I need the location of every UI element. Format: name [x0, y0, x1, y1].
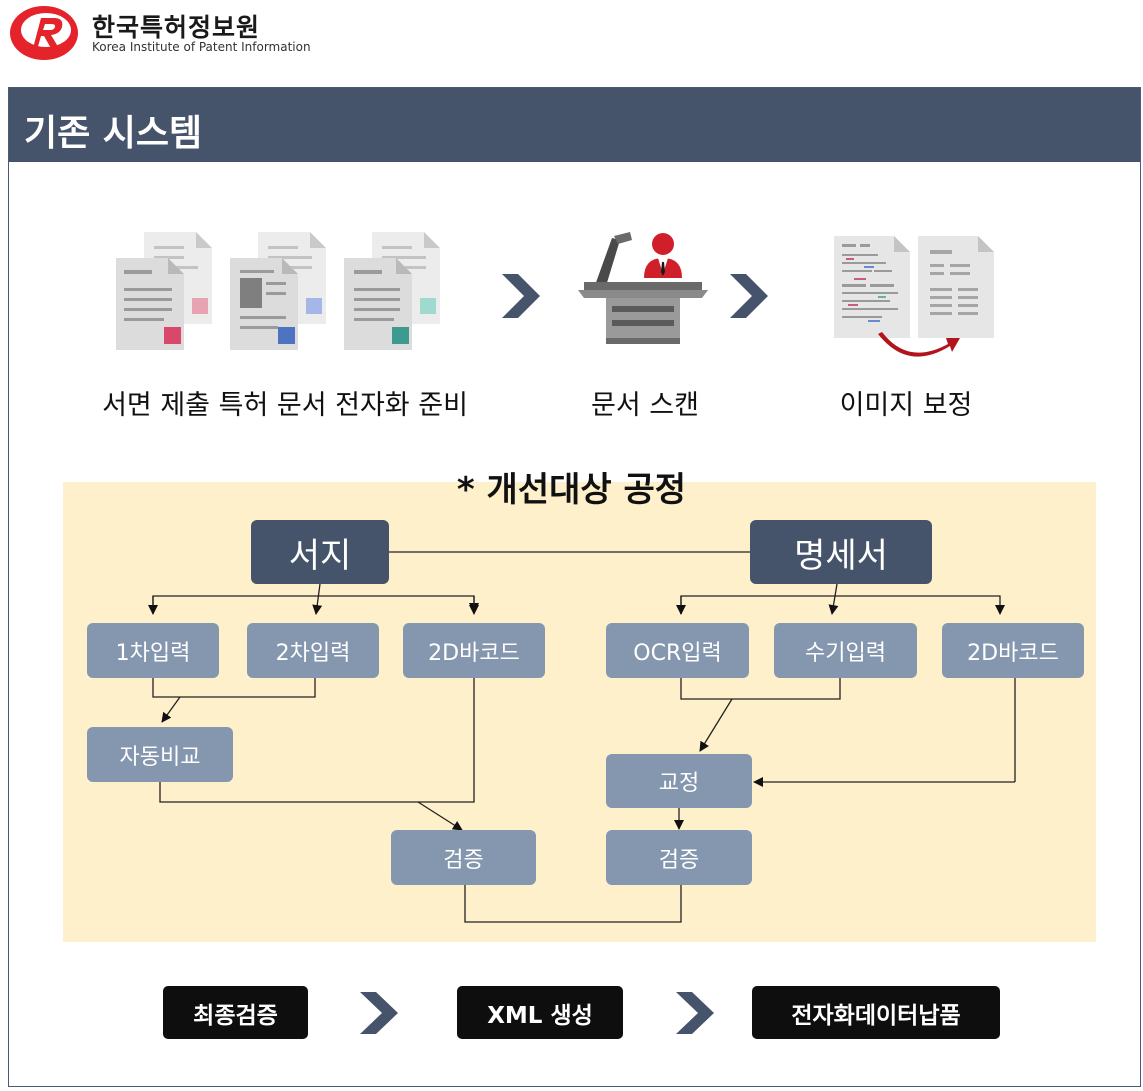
node-auto-compare: 자동비교: [87, 727, 233, 782]
node-barcode-left: 2D바코드: [403, 623, 545, 678]
step-label-image-correction: 이미지 보정: [839, 390, 973, 421]
logo-mark-icon: [10, 6, 78, 60]
section-header: [9, 88, 1140, 162]
final-step-delivery: 전자화데이터납품: [752, 986, 1000, 1039]
chevron-right-icon: [730, 274, 768, 318]
page-title: 기존 시스템: [24, 113, 203, 154]
logo-name-en: Korea Institute of Patent Information: [92, 40, 311, 54]
head-bibliographic: 서지: [251, 520, 389, 584]
node-proofread: 교정: [606, 754, 752, 808]
node-ocr-input: OCR입력: [606, 623, 749, 678]
content-frame: [8, 87, 1141, 1087]
node-manual-input: 수기입력: [774, 623, 917, 678]
node-verify-left: 검증: [391, 830, 536, 885]
step-label-preparation: 서면 제출 특허 문서 전자화 준비: [102, 390, 468, 421]
improvement-title: * 개선대상 공정: [456, 470, 687, 510]
final-step-xml: XML 생성: [457, 986, 623, 1039]
logo-name-kr: 한국특허정보원: [92, 13, 261, 42]
chevron-right-icon: [676, 992, 714, 1034]
node-first-input: 1차입력: [87, 623, 219, 678]
node-second-input: 2차입력: [247, 623, 379, 678]
chevron-right-icon: [360, 992, 398, 1034]
chevron-right-icon: [502, 274, 540, 318]
scanner-icon: [578, 232, 708, 344]
final-step-final-verify: 최종검증: [163, 986, 308, 1039]
node-barcode-right: 2D바코드: [942, 623, 1084, 678]
head-specification: 명세서: [750, 520, 932, 584]
image-correction-icon: [834, 236, 994, 357]
step-label-scan: 문서 스캔: [591, 390, 699, 421]
documents-icon: [116, 232, 440, 350]
node-verify-right: 검증: [606, 830, 752, 885]
